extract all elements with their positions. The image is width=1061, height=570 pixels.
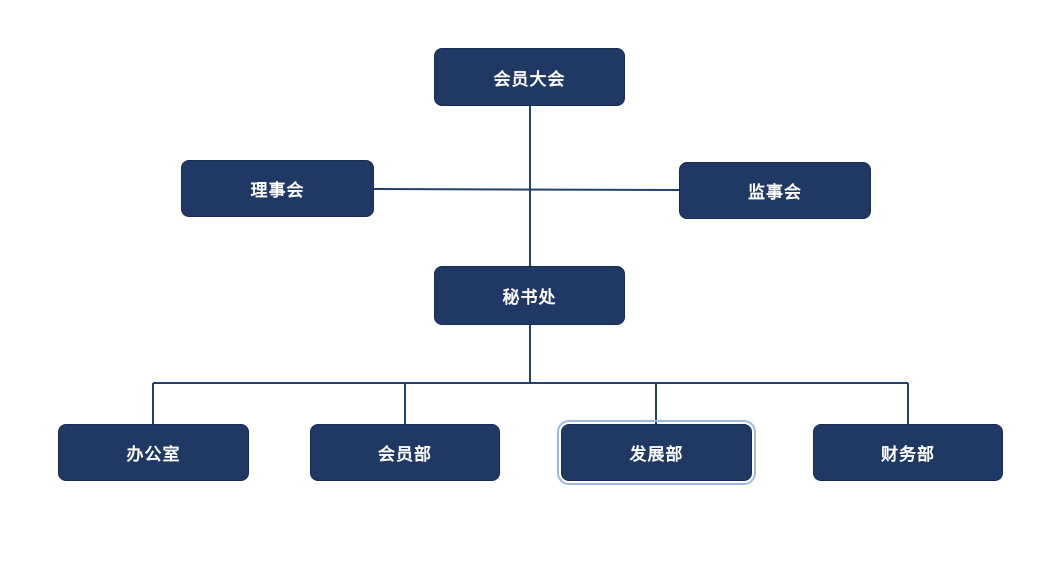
org-node-secretariat-label: 秘书处 <box>502 288 557 307</box>
org-node-supervisors-label: 监事会 <box>748 183 802 202</box>
org-node-finance[interactable]: 财务部 <box>813 424 1003 481</box>
org-node-secretariat[interactable]: 秘书处 <box>434 266 625 325</box>
org-node-development[interactable]: 发展部 <box>557 420 756 485</box>
org-node-supervisors[interactable]: 监事会 <box>679 162 871 219</box>
org-node-board[interactable]: 理事会 <box>181 160 374 217</box>
org-node-office-label: 办公室 <box>126 445 181 464</box>
org-node-membership-label: 会员部 <box>378 445 432 464</box>
org-node-board-label: 理事会 <box>250 181 305 200</box>
org-node-assembly-label: 会员大会 <box>493 69 566 89</box>
connector-board-supervisors <box>373 188 680 191</box>
org-node-assembly[interactable]: 会员大会 <box>434 48 625 106</box>
org-node-development-label: 发展部 <box>629 445 684 464</box>
org-node-finance-label: 财务部 <box>881 445 935 464</box>
org-node-membership[interactable]: 会员部 <box>310 424 500 481</box>
org-node-office[interactable]: 办公室 <box>58 424 249 481</box>
